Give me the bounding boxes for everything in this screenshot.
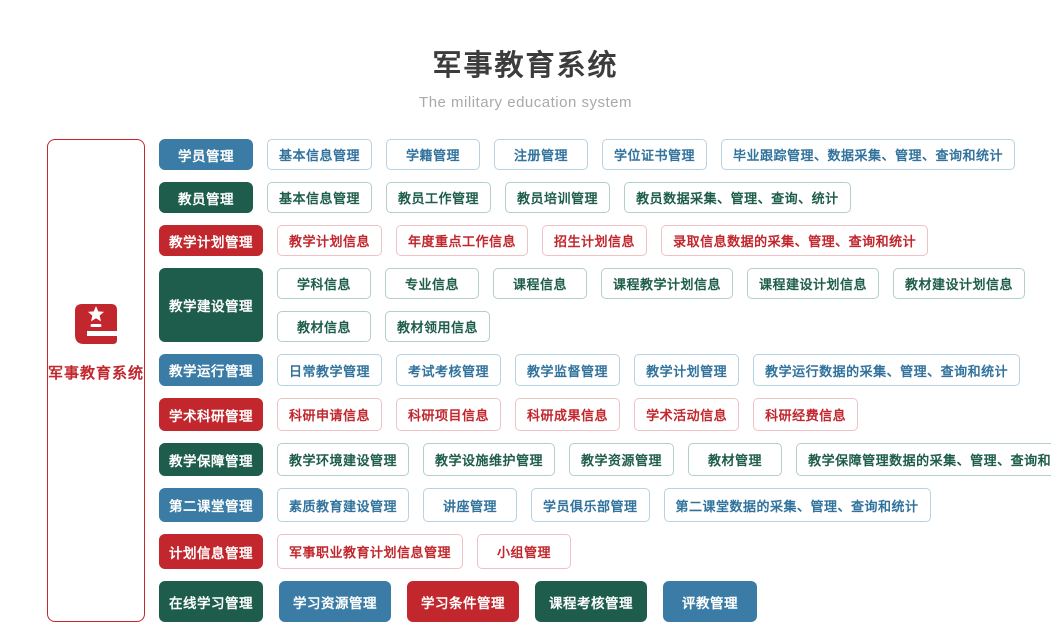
module-chip[interactable]: 课程建设计划信息	[747, 268, 880, 299]
module-chip[interactable]: 科研申请信息	[277, 398, 383, 431]
module-chip[interactable]: 素质教育建设管理	[277, 488, 410, 522]
module-row: 第二课堂管理素质教育建设管理讲座管理学员俱乐部管理第二课堂数据的采集、管理、查询…	[159, 488, 1051, 522]
module-chip[interactable]: 科研项目信息	[396, 398, 502, 431]
module-chip[interactable]: 教员培训管理	[505, 182, 611, 213]
module-chip[interactable]: 教材领用信息	[385, 311, 491, 342]
module-chip[interactable]: 招生计划信息	[542, 225, 648, 256]
module-chip[interactable]: 学籍管理	[386, 139, 481, 170]
category-button[interactable]: 第二课堂管理	[159, 488, 264, 522]
module-chip[interactable]: 学科信息	[277, 268, 372, 299]
module-chip[interactable]: 军事职业教育计划信息管理	[277, 534, 464, 569]
category-button[interactable]: 学员管理	[159, 139, 254, 170]
module-chip[interactable]: 讲座管理	[423, 488, 518, 522]
rows-container: 学员管理基本信息管理学籍管理注册管理学位证书管理毕业跟踪管理、数据采集、管理、查…	[159, 139, 1051, 622]
red-book-star-icon	[74, 303, 118, 350]
module-row: 在线学习管理学习资源管理学习条件管理课程考核管理评教管理	[159, 581, 1051, 622]
module-chip[interactable]: 课程信息	[493, 268, 588, 299]
module-chip[interactable]: 基本信息管理	[267, 139, 373, 170]
module-chip[interactable]: 年度重点工作信息	[396, 225, 529, 256]
module-button[interactable]: 学习条件管理	[407, 581, 520, 622]
module-chip[interactable]: 教学监督管理	[515, 354, 621, 386]
module-chip[interactable]: 教材建设计划信息	[893, 268, 1026, 299]
module-chip[interactable]: 基本信息管理	[267, 182, 373, 213]
category-button[interactable]: 教员管理	[159, 182, 254, 213]
module-chip[interactable]: 教学资源管理	[569, 443, 675, 476]
module-button[interactable]: 课程考核管理	[535, 581, 648, 622]
module-row: 教学保障管理教学环境建设管理教学设施维护管理教学资源管理教材管理教学保障管理数据…	[159, 443, 1051, 476]
root-node[interactable]: 军事教育系统	[47, 139, 146, 622]
module-chip[interactable]: 学术活动信息	[634, 398, 740, 431]
category-button[interactable]: 教学运行管理	[159, 354, 264, 386]
category-button[interactable]: 在线学习管理	[159, 581, 264, 622]
category-button[interactable]: 教学建设管理	[159, 268, 264, 342]
root-label: 军事教育系统	[48, 364, 145, 382]
module-chip[interactable]: 毕业跟踪管理、数据采集、管理、查询和统计	[721, 139, 1016, 170]
module-chip[interactable]: 教员工作管理	[386, 182, 492, 213]
module-row: 教学计划管理教学计划信息年度重点工作信息招生计划信息录取信息数据的采集、管理、查…	[159, 225, 1051, 256]
module-chip[interactable]: 录取信息数据的采集、管理、查询和统计	[661, 225, 929, 256]
chip-line: 学科信息专业信息课程信息课程教学计划信息课程建设计划信息教材建设计划信息	[277, 268, 1026, 299]
module-row: 教学建设管理学科信息专业信息课程信息课程教学计划信息课程建设计划信息教材建设计划…	[159, 268, 1051, 342]
module-row: 教员管理基本信息管理教员工作管理教员培训管理教员数据采集、管理、查询、统计	[159, 182, 1051, 213]
page-title: 军事教育系统	[432, 50, 619, 82]
module-row: 计划信息管理军事职业教育计划信息管理小组管理	[159, 534, 1051, 569]
module-chip[interactable]: 小组管理	[477, 534, 572, 569]
chip-line: 教材信息教材领用信息	[277, 311, 1025, 342]
category-button[interactable]: 教学计划管理	[159, 225, 264, 256]
module-chip[interactable]: 教学保障管理数据的采集、管理、查询和统计	[796, 443, 1051, 476]
page-header: 军事教育系统 The military education system	[0, 0, 1051, 111]
module-chip[interactable]: 教员数据采集、管理、查询、统计	[624, 182, 851, 213]
module-chip[interactable]: 教学计划管理	[634, 354, 740, 386]
module-chip[interactable]: 注册管理	[494, 139, 589, 170]
module-row: 学员管理基本信息管理学籍管理注册管理学位证书管理毕业跟踪管理、数据采集、管理、查…	[159, 139, 1051, 170]
module-row: 学术科研管理科研申请信息科研项目信息科研成果信息学术活动信息科研经费信息	[159, 398, 1051, 431]
module-button[interactable]: 评教管理	[663, 581, 758, 622]
module-chip[interactable]: 科研成果信息	[515, 398, 621, 431]
module-chip[interactable]: 日常教学管理	[277, 354, 383, 386]
module-button[interactable]: 学习资源管理	[279, 581, 392, 622]
category-button[interactable]: 教学保障管理	[159, 443, 264, 476]
module-chip[interactable]: 专业信息	[385, 268, 480, 299]
module-chip[interactable]: 考试考核管理	[396, 354, 502, 386]
module-row: 教学运行管理日常教学管理考试考核管理教学监督管理教学计划管理教学运行数据的采集、…	[159, 354, 1051, 386]
module-chip[interactable]: 科研经费信息	[753, 398, 859, 431]
category-button[interactable]: 计划信息管理	[159, 534, 264, 569]
module-chip[interactable]: 教材信息	[277, 311, 372, 342]
module-chip[interactable]: 课程教学计划信息	[601, 268, 734, 299]
module-chip[interactable]: 教材管理	[688, 443, 783, 476]
module-chip[interactable]: 教学计划信息	[277, 225, 383, 256]
module-chip[interactable]: 学位证书管理	[602, 139, 708, 170]
root-node-inner: 军事教育系统	[48, 303, 144, 383]
page-subtitle: The military education system	[419, 94, 632, 111]
module-chip[interactable]: 学员俱乐部管理	[531, 488, 650, 522]
module-chip[interactable]: 第二课堂数据的采集、管理、查询和统计	[663, 488, 931, 522]
module-chip[interactable]: 教学环境建设管理	[277, 443, 410, 476]
chip-lines: 学科信息专业信息课程信息课程教学计划信息课程建设计划信息教材建设计划信息教材信息…	[277, 268, 1026, 342]
category-button[interactable]: 学术科研管理	[159, 398, 264, 431]
module-chip[interactable]: 教学运行数据的采集、管理、查询和统计	[753, 354, 1021, 386]
module-chip[interactable]: 教学设施维护管理	[423, 443, 556, 476]
main-content: 军事教育系统 学员管理基本信息管理学籍管理注册管理学位证书管理毕业跟踪管理、数据…	[0, 111, 1051, 622]
